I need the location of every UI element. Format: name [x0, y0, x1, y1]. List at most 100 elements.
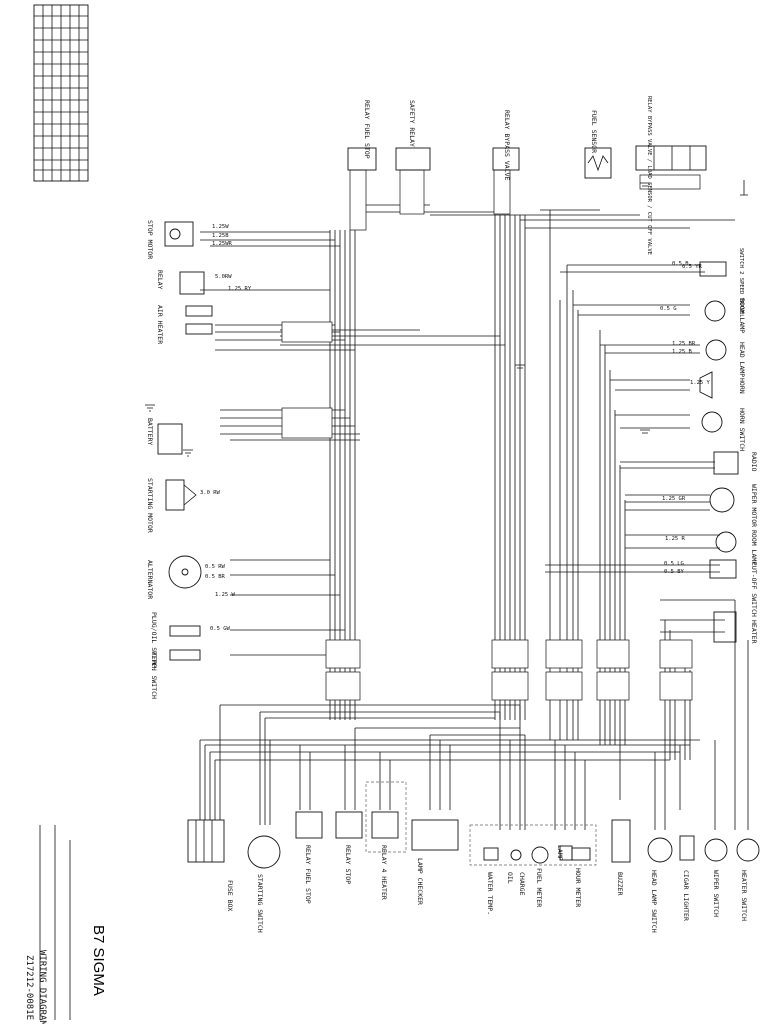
- component-lamp-checker: LAMP CHECKER: [411, 819, 459, 905]
- label-charge: CHARGE: [518, 872, 526, 896]
- wire-label: 1.25 RY: [228, 286, 252, 292]
- label-heater: HEATER: [750, 620, 758, 644]
- wire-color-legend-table: [33, 4, 89, 182]
- label-heater-switch: HEATER SWITCH: [740, 870, 748, 921]
- wire-label: 0.5 GW: [210, 626, 231, 632]
- component-relay: RELAY: [156, 270, 205, 295]
- wire-label: 0.5 G: [660, 306, 677, 312]
- label-relay-stop: RELAY STOP: [344, 845, 352, 884]
- label-radio: RADIO: [750, 452, 758, 472]
- label-horn-switch: HORN SWITCH: [738, 408, 746, 451]
- label-cut-off-switch: CUT-OFF SWITCH: [750, 562, 758, 617]
- component-fuel-sensor: FUEL SENSOR: [584, 110, 612, 179]
- label-head-lamp-switch: HEAD LAMP SWITCH: [650, 870, 658, 933]
- wire-label: 3.0 RW: [200, 490, 221, 496]
- component-pilot-switch: PLUG/OIL SWITCH: [150, 612, 201, 671]
- label-wiper-motor: WIPER MOTOR: [750, 484, 758, 527]
- component-head-lamp-switch: HEAD LAMP SWITCH: [647, 837, 673, 933]
- drawing-name: WIRING DIAGRAM: [37, 950, 47, 1024]
- wire-label: 0.5 YR: [682, 264, 703, 270]
- instrument-panel: WATER TEMP. OIL CHARGE FUEL METER LAMP H…: [469, 824, 597, 915]
- component-relay-bypass-valve: RELAY BYPASS VALVE: [492, 110, 520, 181]
- label-cigar-lighter: CIGAR LIGHTER: [682, 870, 690, 921]
- component-wiper-switch: WIPER SWITCH: [704, 838, 728, 917]
- label-hour-meter: HOUR METER: [574, 868, 582, 907]
- label-starting-switch: STARTING SWITCH: [256, 874, 264, 933]
- component-safety-relay: SAFETY RELAY: [395, 100, 431, 171]
- component-relay-fuel-stop: RELAY FUEL STOP: [347, 100, 377, 171]
- component-relay-stop: RELAY STOP: [335, 811, 363, 884]
- component-starting-switch: STARTING SWITCH: [247, 835, 281, 933]
- label-horn: HORN: [738, 378, 746, 394]
- main-harness-wires: [199, 204, 749, 830]
- label-switch-pressure: SWITCH 2 SPEED TRAVEL: [738, 248, 744, 318]
- label-relay-heater: RELAY 4 HEATER: [380, 845, 388, 900]
- label-safety-relay: SAFETY RELAY: [408, 100, 416, 147]
- label-relay-bypass-valve: RELAY BYPASS VALVE: [503, 110, 511, 181]
- label-alternator: ALTERNATOR: [146, 560, 154, 599]
- component-heater: HEATER: [713, 611, 758, 644]
- component-buzzer: BUZZER: [611, 819, 631, 896]
- wire-label: 0.5 BY: [664, 569, 685, 575]
- ground-symbols: [145, 180, 748, 457]
- component-cigar-lighter: CIGAR LIGHTER: [679, 835, 695, 921]
- label-buzzer: BUZZER: [616, 872, 624, 896]
- label-relay-fuel-stop-2: RELAY FUEL STOP: [304, 845, 312, 904]
- wire-label: 1.25 GR: [662, 496, 686, 502]
- component-horn-switch: HORN SWITCH: [701, 408, 746, 451]
- component-cut-off-switch: CUT-OFF SWITCH: [709, 559, 758, 617]
- component-air-heater: AIR HEATER: [156, 305, 213, 344]
- component-battery: BATTERY: [146, 418, 183, 455]
- label-air-heater: AIR HEATER: [156, 305, 164, 344]
- label-stop-motor: STOP MOTOR: [146, 220, 154, 259]
- label-wiper-switch: WIPER SWITCH: [712, 870, 720, 917]
- wire-label: 0.5 BR: [205, 574, 226, 580]
- label-oil: OIL: [506, 872, 514, 884]
- component-boom-lamp: BOOM LAMP: [704, 298, 746, 333]
- label-pilot-switch: PLUG/OIL SWITCH: [150, 612, 158, 671]
- component-radio: RADIO: [713, 451, 758, 475]
- component-switch-pressure: SWITCH 2 SPEED TRAVEL: [699, 248, 744, 318]
- wire-label: 1.25 BR: [672, 341, 696, 347]
- component-wiper-motor: WIPER MOTOR: [709, 484, 758, 527]
- component-horn: HORN: [699, 371, 746, 399]
- label-fuse-box: FUSE BOX: [226, 880, 234, 911]
- wire-gauge-labels: 1.25W 1.25B 1.25WR 5.0RW 1.25 RY 0.5 B 1…: [200, 224, 711, 632]
- label-battery: BATTERY: [146, 418, 154, 445]
- wire-label: 0.5 B: [672, 261, 689, 267]
- wire-label: 1.25 W: [215, 592, 236, 598]
- component-relay-fuel-stop-2: RELAY FUEL STOP: [295, 811, 323, 904]
- wire-label: 1.25 Y: [690, 380, 711, 386]
- wire-label: 1.25B: [212, 233, 229, 239]
- component-bypass-valves: RELAY BYPASS VALVE / LOAD SENSOR / CUT O…: [635, 96, 707, 255]
- component-room-lamp: ROOM LAMP: [715, 530, 758, 565]
- wire-label: 1.25 R: [665, 536, 686, 542]
- wire-label: 0.5 RW: [205, 564, 226, 570]
- label-lamp-checker: LAMP CHECKER: [416, 858, 424, 905]
- label-bypass-valves: RELAY BYPASS VALVE / LOAD SENSOR / CUT O…: [646, 96, 652, 255]
- wire-label: 1.25WR: [212, 241, 233, 247]
- component-heater-switch: HEATER SWITCH: [736, 838, 760, 921]
- label-starting-motor: STARTING MOTOR: [146, 478, 154, 533]
- drawing-number: Z17212-0081E: [24, 955, 34, 1020]
- component-alternator: ALTERNATOR: [146, 555, 202, 599]
- label-lamp: LAMP: [556, 845, 564, 861]
- component-stop-motor: STOP MOTOR: [146, 220, 194, 259]
- label-fuel-sensor: FUEL SENSOR: [590, 110, 598, 153]
- label-relay-fuel-stop: RELAY FUEL STOP: [363, 100, 371, 159]
- label-head-lamp: HEAD LAMP: [738, 342, 746, 377]
- label-room-lamp: ROOM LAMP: [750, 530, 758, 565]
- wire-label: 5.0RW: [215, 274, 232, 280]
- label-fuel-meter: FUEL METER: [535, 868, 543, 907]
- component-fuse-box: FUSE BOX: [187, 819, 234, 911]
- wire-label: 1.25W: [212, 224, 229, 230]
- label-water-temp: WATER TEMP.: [486, 872, 494, 915]
- label-relay: RELAY: [156, 270, 164, 290]
- component-starting-motor: STARTING MOTOR: [146, 478, 197, 533]
- label-boom-lamp: BOOM LAMP: [738, 298, 746, 333]
- title-block: B7 SIGMA WIRING DIAGRAM Z17212-0081E: [24, 825, 107, 1024]
- component-relay-heater: RELAY 4 HEATER: [365, 781, 407, 900]
- wire-label: 1.25 B: [672, 349, 693, 355]
- label-temp-switch: TEMP. SWITCH: [150, 652, 158, 699]
